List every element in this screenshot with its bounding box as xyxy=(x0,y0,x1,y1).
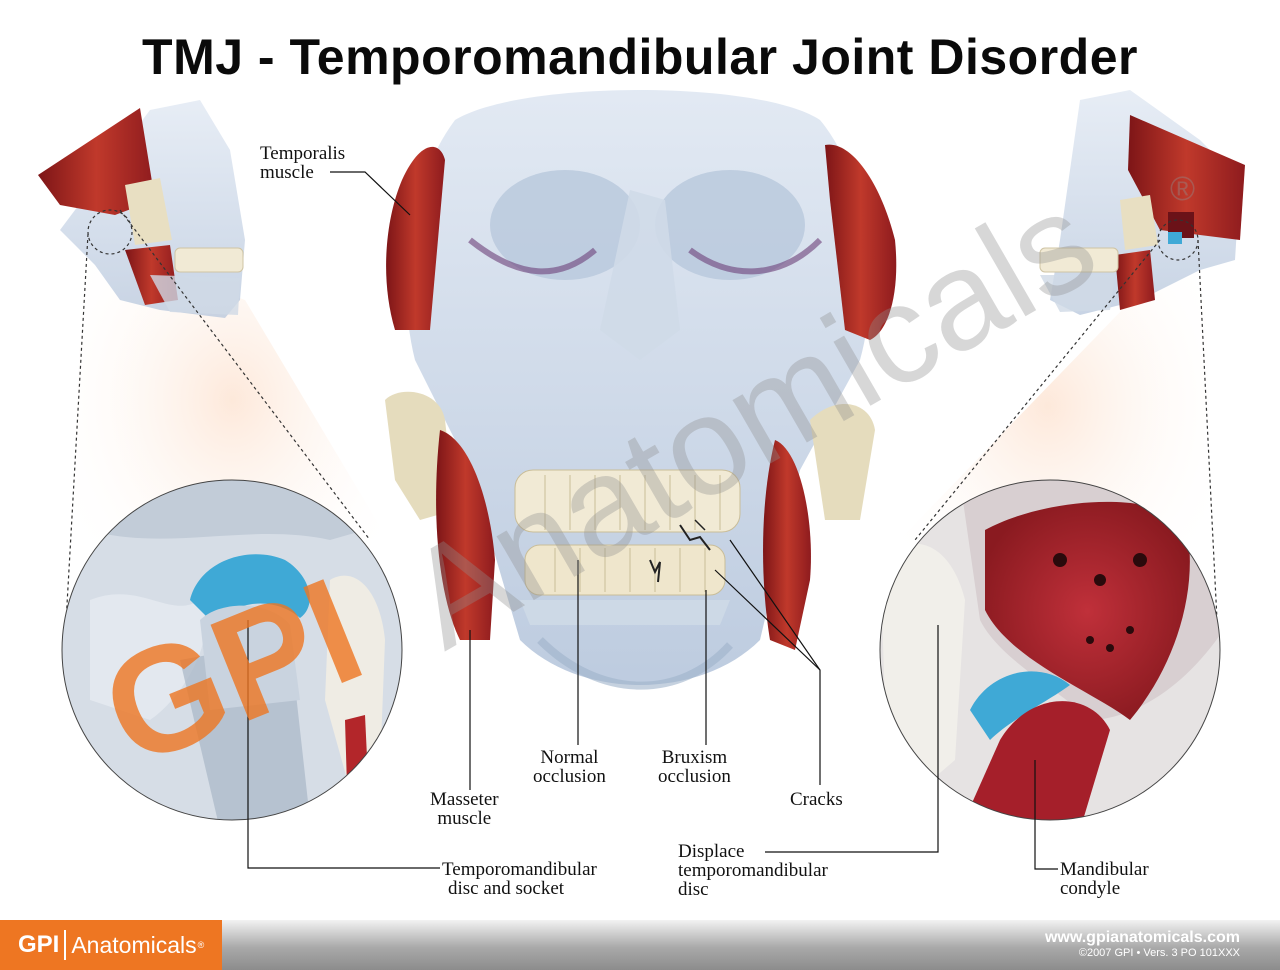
left-magnified-joint xyxy=(61,479,403,821)
leader-condyle xyxy=(1034,760,1058,870)
right-magnified-joint xyxy=(879,479,1221,821)
right-side-skull xyxy=(1039,90,1245,315)
leader-temporalis xyxy=(330,171,411,216)
leader-lines xyxy=(247,171,1058,870)
right-zoom-line-1 xyxy=(914,239,1161,541)
page-title: TMJ - Temporomandibular Joint Disorder xyxy=(142,29,1138,85)
illustration xyxy=(38,90,1245,870)
footer-site-info: www.gpianatomicals.com ©2007 GPI • Vers.… xyxy=(1045,929,1240,959)
brand-anatomicals: Anatomicals xyxy=(71,931,197,958)
brand-logo: GPI Anatomicals ® xyxy=(0,920,222,970)
leader-tmj xyxy=(247,620,440,869)
brand-separator xyxy=(64,930,67,960)
right-zoom-line-2 xyxy=(1197,239,1219,641)
left-side-skull xyxy=(38,100,245,318)
left-zoom-line-1 xyxy=(64,233,89,641)
footer-url[interactable]: www.gpianatomicals.com xyxy=(1044,929,1240,946)
brand-gpi: GPI xyxy=(18,931,60,958)
label-cracks: Cracks xyxy=(790,789,843,810)
front-skull xyxy=(385,90,897,690)
brand-registered: ® xyxy=(197,940,205,950)
footer-copyright: ©2007 GPI • Vers. 3 PO 101XXX xyxy=(1078,947,1240,959)
leader-cracks-2 xyxy=(714,569,821,671)
leader-displaced xyxy=(765,625,939,853)
